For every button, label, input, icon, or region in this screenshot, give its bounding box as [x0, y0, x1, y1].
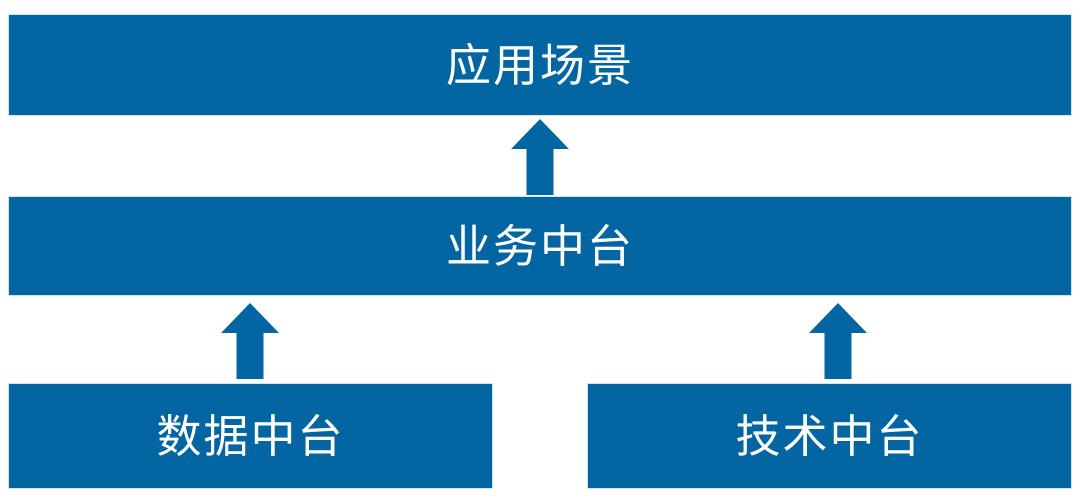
layer-box-tech-platform: 技术中台: [587, 383, 1072, 489]
layer-box-data-platform: 数据中台: [8, 383, 493, 489]
layer-label-business-platform: 业务中台: [445, 220, 634, 272]
layer-label-data-platform: 数据中台: [156, 410, 345, 462]
layer-box-business-platform: 业务中台: [8, 196, 1072, 296]
layer-box-application-scenarios: 应用场景: [8, 14, 1072, 116]
up-arrow-icon-data-to-business: [221, 303, 279, 379]
up-arrow-glyph: [511, 119, 569, 195]
up-arrow-icon-business-to-application: [511, 119, 569, 195]
layer-label-application-scenarios: 应用场景: [445, 39, 634, 91]
up-arrow-icon-tech-to-business: [809, 303, 867, 379]
up-arrow-glyph: [221, 303, 279, 379]
layer-label-tech-platform: 技术中台: [735, 410, 924, 462]
up-arrow-glyph: [809, 303, 867, 379]
